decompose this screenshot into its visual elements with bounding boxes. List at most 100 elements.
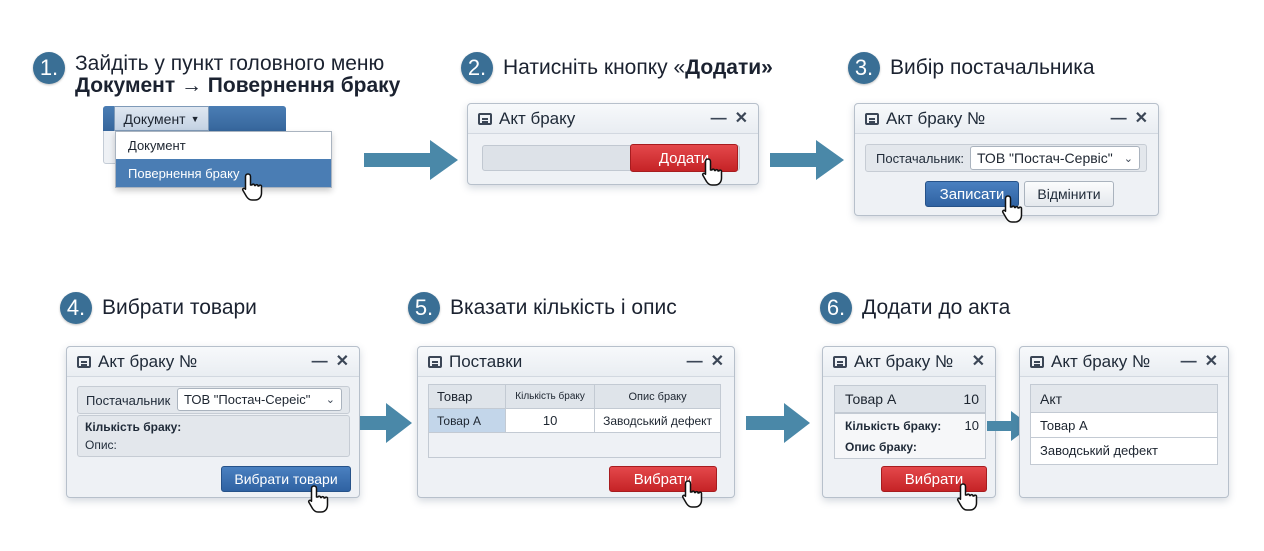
- arrow-right-icon: [360, 403, 412, 443]
- window-titlebar: Акт браку — ✕: [468, 104, 758, 134]
- details-box: [77, 415, 350, 457]
- select-button[interactable]: Вибрати: [609, 466, 717, 492]
- step-2-text-bold: Додати: [685, 56, 762, 79]
- close-icon[interactable]: ✕: [734, 109, 748, 127]
- step-2-heading: 2. Натисніть кнопку «Додати»: [461, 52, 773, 84]
- window-titlebar: Акт браку № — ✕: [67, 347, 359, 377]
- step-4-heading: 4. Вибрати товари: [60, 292, 257, 324]
- close-icon[interactable]: ✕: [971, 352, 985, 370]
- step-5-text: Вказати кількість і опис: [450, 296, 677, 319]
- window-title: Акт браку №: [1051, 351, 1151, 371]
- document-icon: [865, 112, 879, 125]
- supplier-label: Постачальник:: [876, 151, 964, 166]
- act-list-header: Акт: [1031, 385, 1217, 413]
- list-item[interactable]: Товар А: [1031, 413, 1217, 438]
- menu-item-povernennia-braku[interactable]: Повернення браку: [116, 159, 331, 187]
- dropdown-menu: Документ Повернення браку: [115, 131, 332, 188]
- window-titlebar: Поставки — ✕: [418, 347, 734, 377]
- minimize-icon[interactable]: —: [1110, 109, 1127, 127]
- chevron-down-icon: ⌄: [325, 394, 335, 406]
- qty-value: 10: [964, 418, 979, 433]
- desc-label: Опис:: [85, 438, 117, 452]
- window-title: Акт браку №: [98, 351, 198, 371]
- details-box: Кількість браку: 10 Опис браку:: [834, 413, 986, 459]
- qty-label: Кількість браку:: [845, 419, 942, 433]
- minimize-icon[interactable]: —: [710, 109, 727, 127]
- step-4-text: Вибрати товари: [102, 296, 257, 319]
- step-3-heading: 3. Вибір постачальника: [848, 52, 1095, 84]
- hand-cursor-icon: [682, 480, 703, 508]
- chevron-down-icon: ⌄: [1123, 152, 1133, 165]
- supplier-label: Постачальник: [86, 393, 171, 408]
- item-qty: 10: [963, 391, 979, 407]
- step-number: 3.: [848, 52, 880, 84]
- step-1-line1: Зайдіть у пункт головного меню: [75, 52, 385, 75]
- step-6-heading: 6. Додати до акта: [820, 292, 1010, 324]
- desc-input-cell[interactable]: Заводський дефект: [594, 408, 721, 433]
- step-number: 6.: [820, 292, 852, 324]
- document-icon: [478, 112, 492, 125]
- window-title: Акт браку: [499, 108, 576, 128]
- deliveries-table: Товар Кількість браку Опис браку Товар А…: [427, 384, 721, 433]
- arrow-right-icon: [364, 140, 458, 180]
- akt-braku-result-window: Акт браку № ✕ Товар А 10 Кількість браку…: [822, 346, 996, 498]
- column-header[interactable]: Товар: [427, 384, 507, 409]
- item-row[interactable]: Товар А 10: [834, 385, 986, 413]
- step-2-text-suffix: »: [761, 56, 773, 79]
- hand-cursor-icon: [1002, 195, 1023, 223]
- close-icon[interactable]: ✕: [335, 352, 349, 370]
- arrow-right-icon: [770, 140, 844, 180]
- act-list: Акт Товар А Заводський дефект: [1030, 384, 1218, 465]
- qty-input-cell[interactable]: 10: [505, 408, 596, 433]
- select-items-button[interactable]: Вибрати товари: [221, 466, 351, 492]
- save-button[interactable]: Записати: [925, 181, 1019, 207]
- step-5-heading: 5. Вказати кількість і опис: [408, 292, 677, 324]
- akt-braku-final-window: Акт браку № — ✕ Акт Товар А Заводський д…: [1019, 346, 1229, 498]
- step-1-heading: 1. Зайдіть у пункт головного меню Докуме…: [33, 52, 400, 97]
- column-header[interactable]: Опис браку: [594, 384, 721, 409]
- step-1-line2: Документ → Повернення браку: [75, 74, 401, 97]
- table-header-row: Товар Кількість браку Опис браку: [427, 384, 721, 409]
- minimize-icon[interactable]: —: [311, 352, 328, 370]
- close-icon[interactable]: ✕: [710, 352, 724, 370]
- hand-cursor-icon: [702, 158, 723, 186]
- menu-dokument-label: Документ: [123, 110, 186, 127]
- cancel-button[interactable]: Відмінити: [1024, 181, 1114, 207]
- desc-label: Опис браку:: [845, 440, 917, 454]
- akt-braku-supplier-window: Акт браку № — ✕ Постачальник: ТОВ "Поста…: [854, 103, 1159, 216]
- step-number: 2.: [461, 52, 493, 84]
- hand-cursor-icon: [308, 485, 329, 513]
- minimize-icon[interactable]: —: [686, 352, 703, 370]
- menu-dokument[interactable]: Документ ▼: [114, 106, 209, 131]
- window-titlebar: Акт браку № — ✕: [1020, 347, 1228, 377]
- hand-cursor-icon: [242, 173, 263, 201]
- add-button[interactable]: Додати: [630, 144, 738, 172]
- step-number: 5.: [408, 292, 440, 324]
- supplier-select[interactable]: ТОВ "Постач-Сереіс" ⌄: [177, 388, 342, 411]
- step-3-text: Вибір постачальника: [890, 56, 1095, 79]
- qty-label: Кількість браку:: [85, 420, 182, 434]
- select-button[interactable]: Вибрати: [881, 466, 987, 492]
- window-titlebar: Акт браку № — ✕: [855, 104, 1158, 134]
- akt-braku-items-window: Акт браку № — ✕ Постачальник ТОВ "Постач…: [66, 346, 360, 498]
- minimize-icon[interactable]: —: [1180, 352, 1197, 370]
- item-name: Товар А: [845, 391, 897, 407]
- table-cell[interactable]: Товар А: [427, 408, 507, 433]
- window-titlebar: Акт браку № ✕: [823, 347, 995, 377]
- menu-item-dokument[interactable]: Документ: [128, 138, 186, 153]
- close-icon[interactable]: ✕: [1134, 109, 1148, 127]
- column-header[interactable]: Кількість браку: [505, 384, 596, 409]
- window-title: Акт браку №: [886, 108, 986, 128]
- close-icon[interactable]: ✕: [1204, 352, 1218, 370]
- supplier-select[interactable]: ТОВ "Постач-Сервіс" ⌄: [970, 146, 1140, 170]
- arrow-right-icon: [746, 403, 810, 443]
- list-item[interactable]: Заводський дефект: [1040, 443, 1158, 458]
- document-icon: [833, 355, 847, 368]
- postavky-window: Поставки — ✕ Товар Кількість браку Опис …: [417, 346, 735, 498]
- table-row[interactable]: Товар А 10 Заводський дефект: [427, 408, 721, 433]
- step-number: 4.: [60, 292, 92, 324]
- document-icon: [428, 355, 442, 368]
- document-icon: [77, 355, 91, 368]
- document-icon: [1030, 355, 1044, 368]
- step-2-text-prefix: Натисніть кнопку «: [503, 56, 686, 79]
